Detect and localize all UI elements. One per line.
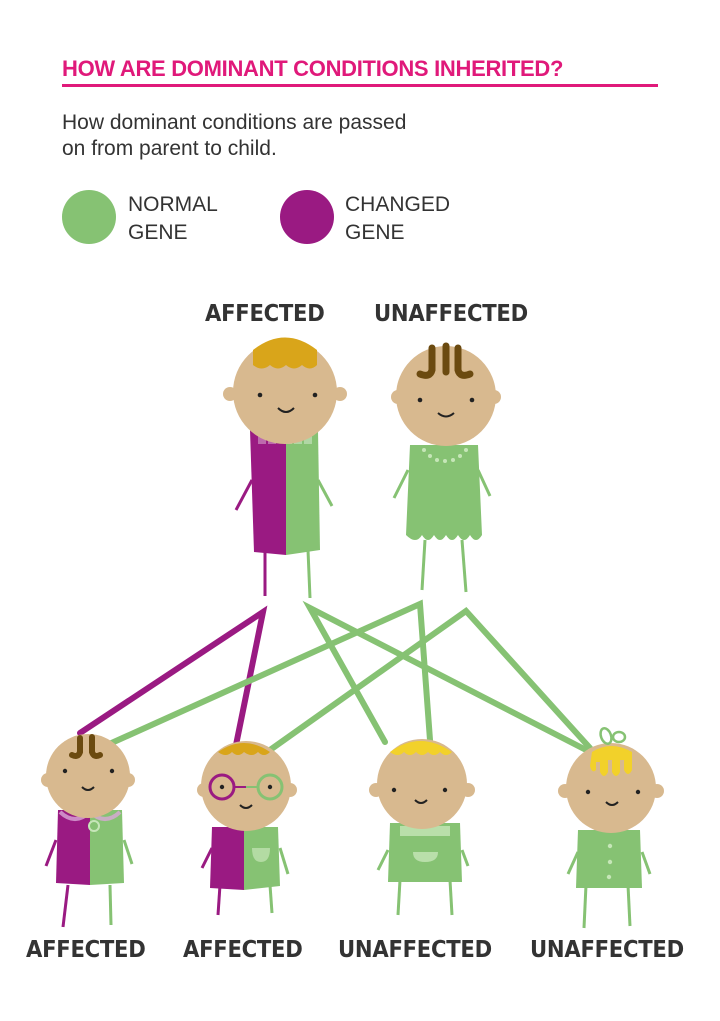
child-1-figure: [41, 734, 135, 928]
normal-gene-swatch: [62, 190, 116, 244]
child-1-label: AFFECTED: [26, 937, 146, 963]
hair-bow: [599, 727, 627, 745]
yellow-hair: [390, 741, 452, 755]
changed-gene-label: CHANGED GENE: [345, 191, 450, 247]
child-2-label: AFFECTED: [183, 937, 303, 963]
subtitle-line-2: on from parent to child.: [62, 137, 277, 160]
blond-hair: [253, 337, 317, 369]
inheritance-lines: [77, 599, 593, 755]
father-normal-line-to-child-3-4: [302, 600, 593, 755]
brown-curl-hair: [416, 342, 474, 379]
child-3-label: UNAFFECTED: [338, 937, 492, 963]
changed-gene-line-to-child-1-2: [77, 605, 268, 748]
mother-right-line-to-child-2-4: [267, 607, 593, 753]
subtitle-line-1: How dominant conditions are passed: [62, 111, 407, 134]
page-title: HOW ARE DOMINANT CONDITIONS INHERITED?: [62, 56, 564, 81]
changed-gene-label-line2: GENE: [345, 221, 405, 244]
normal-gene-label: NORMAL GENE: [128, 191, 218, 247]
subtitle: How dominant conditions are passed on fr…: [62, 110, 492, 162]
child-4-figure: [558, 727, 664, 929]
mother-left-line-to-child-1-3: [93, 599, 433, 753]
normal-gene-label-line1: NORMAL: [128, 193, 218, 216]
mother-figure: [391, 342, 501, 593]
father-figure: [223, 337, 347, 599]
child-4-label: UNAFFECTED: [530, 937, 684, 963]
child-2-figure: [197, 741, 297, 916]
title-underline: [62, 84, 658, 87]
mother-label: UNAFFECTED: [374, 301, 528, 327]
normal-gene-label-line2: GENE: [128, 221, 188, 244]
blond-hair: [218, 743, 270, 755]
child-3-figure: [369, 739, 475, 916]
father-label: AFFECTED: [205, 301, 325, 327]
changed-gene-swatch: [280, 190, 334, 244]
changed-gene-label-line1: CHANGED: [345, 193, 451, 216]
yellow-bangs-hair: [590, 746, 632, 776]
